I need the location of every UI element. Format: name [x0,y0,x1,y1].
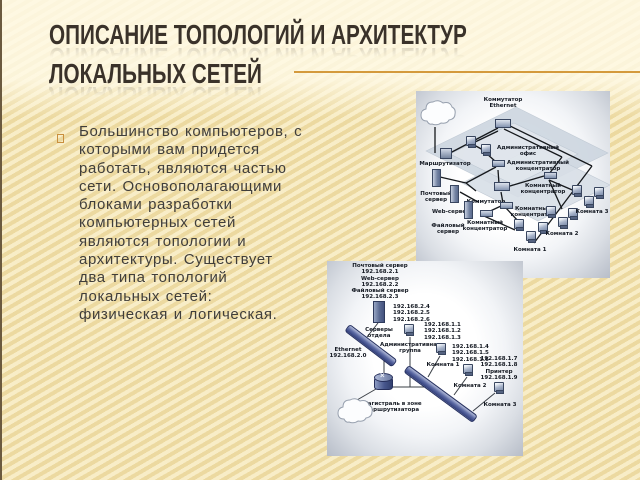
diagram-label: Почтовый сервер [420,191,452,204]
cloud-icon [337,398,373,424]
monitor-icon [463,364,473,376]
diagram-label: 192.168.2.4 192.168.2.5 192.168.2.6 [393,304,430,323]
switch-icon [495,119,511,128]
diagram-label: Комнатный концентратор [520,183,566,196]
monitor-icon [494,382,504,394]
monitor-icon [558,217,568,229]
diagram-label: Коммутатор [466,199,506,205]
slide-title-line2: ЛОКАЛЬНЫХ СЕТЕЙ [49,58,262,89]
diagram-label: Маршрутизатор [419,161,471,167]
monitor-icon [466,136,476,148]
title-accent-line [294,71,640,73]
monitor-icon [568,208,578,220]
monitor-icon [594,187,604,199]
hub-icon [492,160,505,167]
diagram-label: Административный концентратор [507,160,569,173]
logical-topology-diagram: Почтовый сервер 192.168.2.1 Web-сервер 1… [327,261,523,456]
switch-icon [494,182,510,191]
page-title: ОПИСАНИЕ ТОПОЛОГИЙ И АРХИТЕКТУР ЛОКАЛЬНЫ… [49,15,614,93]
diagram-label: Комната 1 [426,362,460,368]
diagram-label: Магистраль в зоне маршрутизатора [362,401,422,414]
monitor-icon [526,231,536,243]
monitor-icon [481,144,491,156]
diagram-label: Ethernet 192.168.2.0 [329,347,367,360]
diagram-label: 192.168.1.7 192.168.1.8 Принтер 192.168.… [480,356,518,381]
diagram-label: Административная группа [380,342,441,355]
diagram-label: Административный офис [497,145,559,158]
monitor-icon [572,185,582,197]
diagram-label: Серверы отдела [365,327,393,340]
bullet-icon [57,134,64,143]
diagram-canvas [425,106,610,244]
diagram-label: Файловый сервер [431,223,465,236]
cloud-icon [420,100,456,126]
hub-icon [544,172,557,179]
monitor-icon [514,219,524,231]
diagram-label: Комната 3 [575,209,609,215]
monitor-icon [546,206,556,218]
diagram-label: Комната 2 [453,383,487,389]
hub-icon [500,202,513,209]
diagram-label: Комнатный концентратор [510,206,556,219]
body-text: Большинство компьютеров, с которыми вам … [79,123,303,323]
cylinder-icon [374,371,393,390]
tower-icon [432,169,441,187]
diagram-label: Комната 2 [545,231,579,237]
diagram-label: Почтовый сервер 192.168.2.1 Web-сервер 1… [351,263,409,301]
diagram-label: 192.168.1.4 192.168.1.5 192.168.1.6 [452,344,489,363]
hub-icon [480,210,493,217]
monitor-icon [584,196,594,208]
diagram-label: 192.168.1.1 192.168.1.2 192.168.1.3 [424,322,461,341]
tower-icon [450,185,459,203]
slide-title-line1: ОПИСАНИЕ ТОПОЛОГИЙ И АРХИТЕКТУР [49,19,467,50]
diagram-label: Комната 3 [483,402,517,408]
tower2-icon [373,301,385,323]
diagram-label: Web-сервер [432,209,470,215]
monitor-icon [538,222,548,234]
monitor-icon [404,324,414,336]
monitor-icon [436,343,446,355]
diagram-label: Комнатный концентратор [462,220,508,233]
tower-icon [464,201,473,219]
box-icon [440,148,452,159]
diagram-label: Коммутатор Ethernet [483,97,523,110]
diagram-label: Комната 1 [513,247,547,253]
